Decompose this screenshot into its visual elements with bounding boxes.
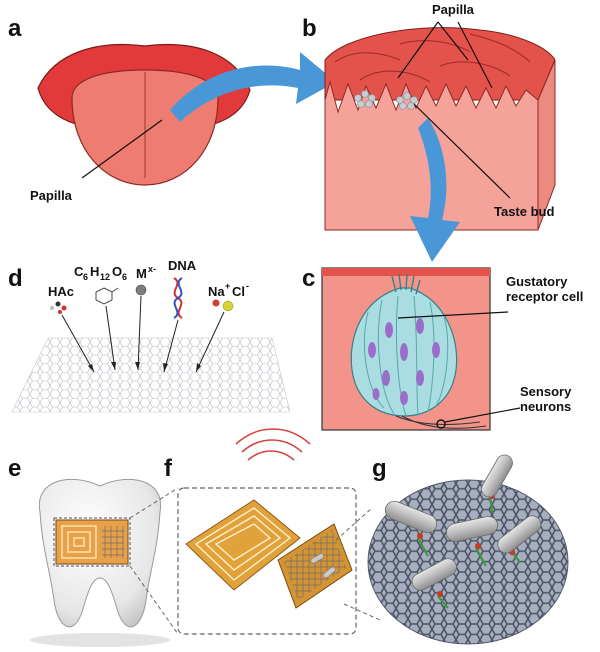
arrow-hac	[61, 314, 95, 373]
taste-bud-cluster-left	[354, 90, 376, 108]
analyte-nacl-formula: Na + Cl -	[208, 281, 249, 299]
sensor-coil-traces	[194, 507, 292, 581]
svg-text:6: 6	[122, 272, 127, 282]
receptor-cell-outlines	[364, 295, 449, 417]
svg-text:6: 6	[83, 272, 88, 282]
sensory-label-line1: Sensory	[520, 384, 572, 399]
arrow-dna	[163, 319, 179, 373]
arrow-glucose	[105, 305, 116, 371]
sensor-zoom-box	[177, 487, 357, 635]
svg-text:12: 12	[100, 272, 110, 282]
sensory-pointer-line	[444, 407, 521, 423]
panel-c-taste-bud: c Gustatory receptor cell Sensory neuron…	[302, 265, 583, 431]
graphene-sheet	[11, 337, 291, 413]
tooth-shadow	[30, 633, 170, 647]
analyte-dna-label: DNA	[168, 258, 197, 273]
zoom-lines-f-to-g	[335, 507, 381, 621]
arrowhead-glucose	[111, 362, 116, 370]
papilla-pointer-line	[81, 119, 163, 179]
metal-ion-icon	[135, 284, 147, 296]
panel-letter-a: a	[8, 15, 22, 42]
sensor-bacteria-rods	[310, 553, 336, 579]
tissue-side-face	[537, 59, 556, 231]
panel-letter-d: d	[8, 265, 23, 292]
analyte-metal-label: M	[136, 266, 147, 281]
arrowhead-dna	[163, 363, 168, 372]
panel-letter-c: c	[302, 265, 315, 292]
papilla-label-a: Papilla	[30, 188, 73, 203]
taste-bud-label: Taste bud	[494, 204, 554, 219]
dna-helix-icon	[173, 277, 183, 319]
tooth-sensor-mesh	[102, 526, 124, 558]
taste-bud-cluster-right	[396, 92, 418, 110]
sensory-label-line2: neurons	[520, 399, 571, 414]
glucose-ring-icon	[95, 287, 119, 305]
tissue-top-surface	[324, 27, 556, 101]
svg-text:Cl: Cl	[232, 284, 245, 299]
panel-letter-b: b	[302, 15, 317, 42]
svg-text:+: +	[225, 281, 230, 291]
svg-text:H: H	[90, 264, 99, 279]
panel-letter-f: f	[164, 455, 173, 482]
papilla-pointer-lines-b	[397, 21, 493, 89]
hac-molecule-icon	[50, 301, 67, 314]
arrowhead-hac	[88, 364, 94, 372]
bud-tissue-top-layer	[322, 268, 490, 276]
papilla-label-b: Papilla	[432, 2, 475, 17]
svg-text:-: -	[246, 281, 249, 291]
analyte-hac-label: HAc	[48, 284, 74, 299]
panel-letter-g: g	[372, 455, 387, 482]
panel-g-graphene-bacteria: g	[367, 454, 569, 645]
wireless-signal-icon	[235, 428, 311, 461]
arrowhead-metal	[135, 362, 140, 370]
svg-text:Na: Na	[208, 284, 225, 299]
taste-pore-microvilli	[391, 273, 421, 295]
gustatory-label-line1: Gustatory	[506, 274, 568, 289]
arrow-metal	[137, 295, 142, 371]
tooth-sensor-coil	[61, 525, 97, 559]
sodium-ion-icon	[212, 299, 220, 307]
sensory-neuron-terminal	[436, 419, 446, 429]
analyte-metal-charge: x-	[148, 264, 156, 274]
arrow-nacl	[195, 311, 225, 373]
bacteria-rods	[384, 454, 542, 591]
sensor-coil-substrate	[185, 499, 301, 591]
sensor-mesh-graphene	[284, 530, 346, 600]
svg-text:O: O	[112, 264, 122, 279]
zoom-lines-e-to-f	[129, 487, 179, 635]
analyte-glucose-formula: C 6 H 12 O 6	[74, 264, 127, 282]
gustatory-pointer-line	[397, 311, 509, 319]
tissue-top-folds	[334, 33, 531, 83]
chloride-ion-icon	[222, 300, 234, 312]
svg-text:C: C	[74, 264, 84, 279]
panel-f-wireless-sensor: f	[164, 428, 357, 635]
panel-a-tongue: a Papilla	[8, 15, 251, 203]
arrowhead-nacl	[196, 363, 201, 372]
tooth-sensor-zoom-box	[53, 517, 131, 567]
taste-bud-pointer-line	[413, 103, 511, 199]
panel-letter-e: e	[8, 455, 21, 482]
panel-e-tooth: e	[8, 455, 170, 647]
arrow-a-to-b	[170, 52, 336, 122]
cell-nuclei	[368, 318, 440, 405]
arrow-b-to-c	[410, 118, 460, 262]
panel-b-tongue-tissue: b Papilla Taste bud	[302, 2, 556, 231]
panel-d-graphene-analytes: d HAc C 6 H 12 O 6 M x- DNA	[8, 258, 291, 413]
gustatory-label-line2: receptor cell	[506, 289, 583, 304]
